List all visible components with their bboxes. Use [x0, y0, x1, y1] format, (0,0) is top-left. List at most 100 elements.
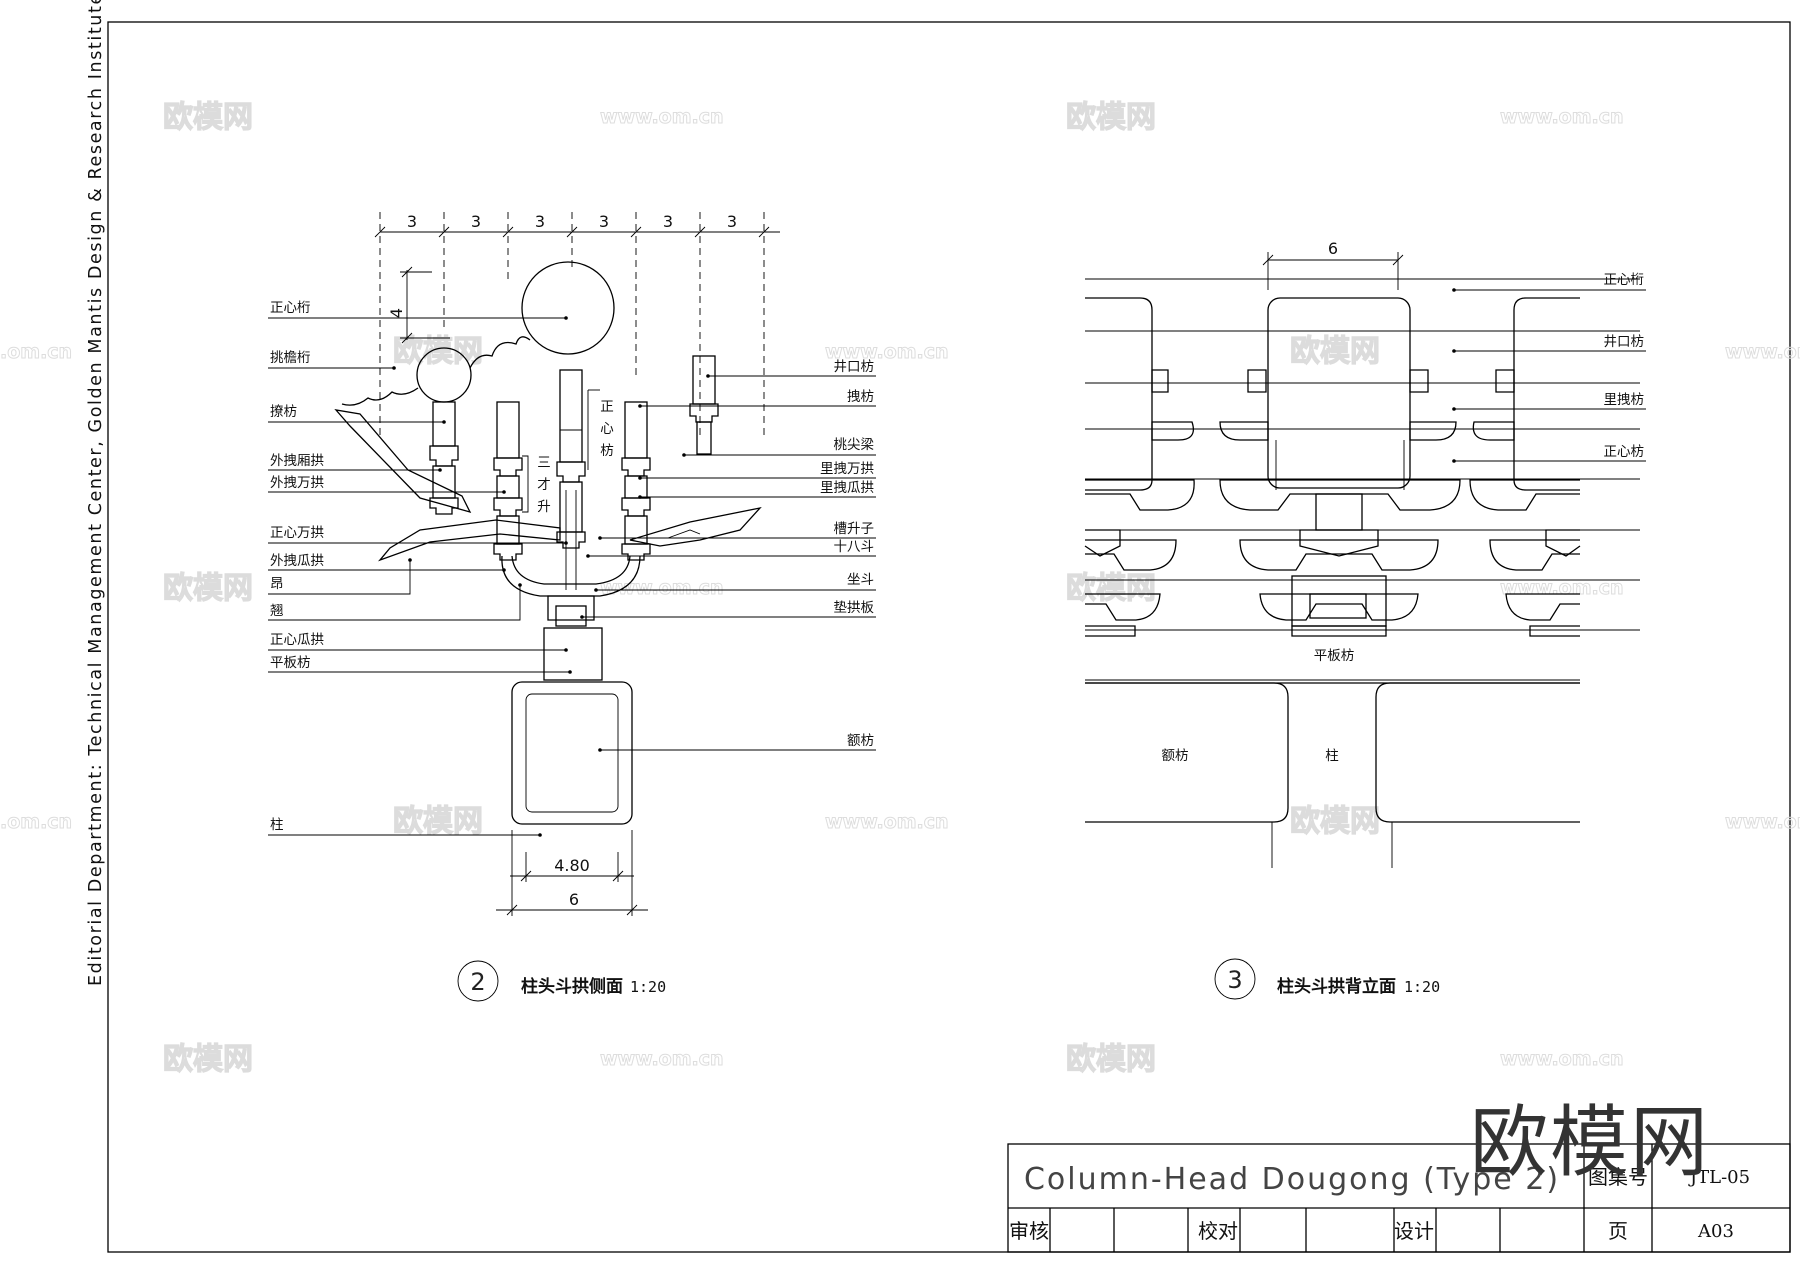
svg-text:枋: 枋 — [600, 443, 614, 459]
cloud-scroll — [469, 336, 531, 369]
label-back-pingbanfang: 平板枋 — [1314, 648, 1355, 664]
drawing-number-2: 2 — [470, 968, 485, 996]
right-labels: 井口枋 拽枋 桃尖梁 里拽万拱 里拽瓜拱 槽升子 十八斗 坐斗 垫拱板 额枋 — [580, 359, 876, 752]
label-back-efang: 额枋 — [1162, 748, 1189, 764]
label-waizhuai-wangong: 外拽万拱 — [270, 475, 324, 491]
main-purlin-circle — [521, 261, 615, 355]
watermark-brand: 欧模网 — [1290, 804, 1380, 839]
svg-text:升: 升 — [537, 499, 551, 515]
watermark-brand: 欧模网 — [393, 334, 483, 369]
svg-text:正: 正 — [600, 399, 614, 415]
vertical-dimension: 4 — [387, 266, 450, 344]
label-jingkoufang: 井口枋 — [834, 359, 875, 375]
dim-top-4: 3 — [599, 212, 609, 231]
title-block-title: Column-Head Dougong (Type 2) — [1024, 1162, 1560, 1197]
label-back-zhengxinheng: 正心桁 — [1604, 272, 1645, 288]
label-pingbanfang: 平板枋 — [270, 655, 311, 671]
label-ang: 昂 — [270, 576, 284, 592]
left-labels: 正心桁 挑檐桁 撩枋 外拽厢拱 外拽万拱 正心万拱 外拽瓜拱 昂 翘 正心瓜拱 … — [268, 300, 572, 837]
left-bracket-layers — [1084, 369, 1195, 637]
lintel-beam-inner — [525, 693, 619, 813]
label-tiaoyanheng: 挑檐桁 — [270, 350, 311, 366]
center-beam — [1267, 297, 1411, 489]
watermark-site: www.om.cn — [1725, 811, 1800, 833]
dim-bottom-480: 4.80 — [554, 856, 590, 875]
label-lizhuai-wangong: 里拽万拱 — [820, 461, 874, 477]
label-efang: 额枋 — [847, 733, 874, 749]
left-beam-partial — [1085, 297, 1153, 491]
label-zhengxin-wangong: 正心万拱 — [270, 525, 324, 541]
dim-top-6: 3 — [727, 212, 737, 231]
right-beam-partial — [1513, 297, 1580, 491]
title-block-page-value: A03 — [1697, 1221, 1734, 1242]
dim-back-6: 6 — [1328, 239, 1338, 258]
watermark-site: www.om.cn — [825, 811, 949, 833]
center-bracket-layers — [1219, 369, 1461, 637]
watermark-site: www.om.cn — [1500, 106, 1624, 128]
label-back-jingkoufang: 井口枋 — [1604, 334, 1645, 350]
back-right-labels: 正心桁 井口枋 里拽枋 正心枋 — [1452, 272, 1646, 463]
watermark-site: .om.cn — [0, 811, 72, 833]
dim-top-3: 3 — [535, 212, 545, 231]
lintel-and-column: 额枋 柱 — [1085, 682, 1580, 868]
drawing-number-3: 3 — [1227, 966, 1242, 994]
label-caoshengzi: 槽升子 — [834, 521, 875, 537]
watermark-site: www.om.cn — [600, 577, 724, 599]
watermark-brand: 欧模网 — [1066, 571, 1156, 606]
watermark-site: .om.cn — [0, 341, 72, 363]
watermark-site: www.om.cn — [600, 106, 724, 128]
side-caption: 2 柱头斗拱侧面 1:20 — [457, 960, 666, 1002]
label-zhuaifang: 拽枋 — [847, 389, 874, 405]
label-zhengxinheng: 正心桁 — [270, 300, 311, 316]
label-liaofang: 撩枋 — [270, 403, 297, 420]
label-lizhuai-guagong: 里拽瓜拱 — [820, 480, 874, 496]
watermark-brand: 欧模网 — [163, 1042, 253, 1077]
label-diangongban: 垫拱板 — [834, 600, 875, 616]
title-block-set-label: 图集号 — [1588, 1165, 1648, 1189]
lintel-beam-outer — [511, 681, 633, 825]
svg-text:三: 三 — [537, 455, 551, 471]
title-block-page-label: 页 — [1608, 1219, 1628, 1243]
watermark-layer: 欧模网 www.om.cn 欧模网 www.om.cn .om.cn 欧模网 w… — [0, 99, 1800, 1077]
watermark-brand: 欧模网 — [1066, 100, 1156, 135]
top-dimension-chain: 3 3 3 3 3 3 — [374, 212, 780, 440]
watermark-site: www.om.cn — [825, 341, 949, 363]
watermark-site: www.om.cn — [600, 1048, 724, 1070]
title-block-check: 校对 — [1198, 1219, 1238, 1243]
bracket-stacks — [429, 355, 719, 627]
label-zuodou: 坐斗 — [847, 572, 874, 588]
label-zhu: 柱 — [270, 817, 284, 833]
watermark-brand: 欧模网 — [393, 804, 483, 839]
dim-top-2: 3 — [471, 212, 481, 231]
label-back-zhengxinfang: 正心枋 — [1604, 444, 1645, 460]
watermark-brand: 欧模网 — [163, 571, 253, 606]
watermark-brand: 欧模网 — [163, 100, 253, 135]
bottom-dimensions: 4.80 6 — [496, 830, 648, 916]
watermark-site: www.om.cn — [1500, 1048, 1624, 1070]
title-block-set-value: JTL-05 — [1688, 1167, 1750, 1188]
dim-vertical: 4 — [387, 308, 406, 318]
label-zhengxin-guagong: 正心瓜拱 — [270, 632, 324, 648]
svg-text:心: 心 — [600, 421, 614, 437]
label-back-lizhuaifang: 里拽枋 — [1604, 392, 1645, 408]
reference-lines — [1085, 278, 1640, 681]
title-block: Column-Head Dougong (Type 2) 图集号 JTL-05 … — [1007, 1143, 1791, 1253]
drawing-scale-back: 1:20 — [1404, 978, 1440, 996]
title-block-review: 审核 — [1009, 1219, 1049, 1243]
side-credit: Editorial Department: Technical Manageme… — [86, 0, 106, 986]
side-section-drawing: 3 3 3 3 3 3 4 — [268, 212, 876, 1002]
drawing-title-back: 柱头斗拱背立面 — [1277, 976, 1396, 997]
back-elevation-drawing: 6 — [1084, 239, 1646, 1000]
vertical-label-sancai: 三 才 升 — [537, 455, 551, 515]
back-caption: 3 柱头斗拱背立面 1:20 — [1214, 958, 1440, 1000]
watermark-brand: 欧模网 — [1066, 1042, 1156, 1077]
label-back-zhu: 柱 — [1325, 748, 1339, 764]
flat-plate-beam — [543, 627, 603, 681]
label-waizhuai-guagong: 外拽瓜拱 — [270, 553, 324, 569]
drawing-title-side: 柱头斗拱侧面 — [521, 976, 623, 997]
big-watermark: 欧模网 — [1470, 1098, 1711, 1188]
watermark-brand: 欧模网 — [1290, 334, 1380, 369]
drawing-scale-side: 1:20 — [630, 978, 666, 996]
